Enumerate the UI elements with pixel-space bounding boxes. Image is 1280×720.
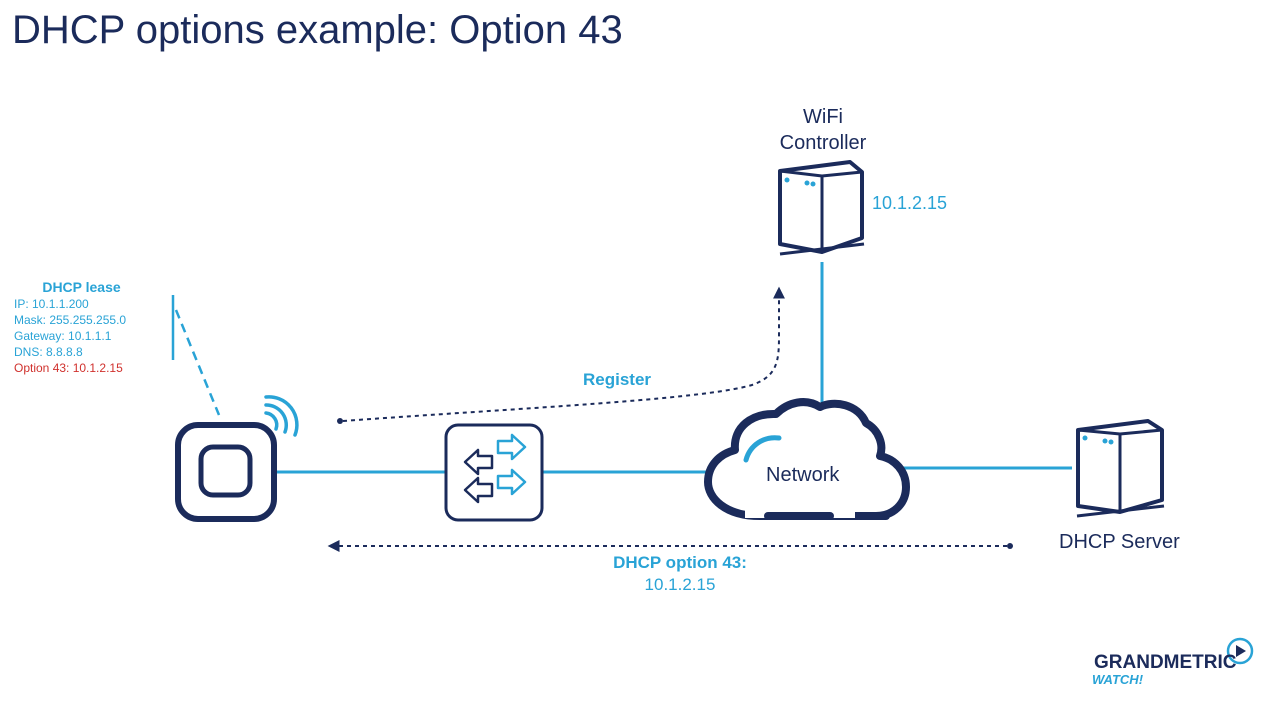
- wireless-link: [171, 295, 221, 416]
- wifi-controller-server-icon: [778, 160, 865, 256]
- network-label: Network: [766, 464, 840, 486]
- wifi-controller-label: WiFi Controller: [779, 106, 867, 154]
- dhcp-option43-value: 10.1.2.15: [644, 575, 716, 594]
- grandmetric-logo: GRANDMETRIC WATCH!: [1092, 652, 1237, 687]
- wifi-controller-ip: 10.1.2.15: [872, 193, 948, 213]
- lease-ip: IP: 10.1.1.200: [14, 297, 89, 311]
- lease-mask: Mask: 255.255.255.0: [14, 313, 127, 327]
- logo-sub: WATCH!: [1092, 672, 1144, 687]
- play-icon: [1226, 637, 1254, 665]
- switch-icon: [444, 423, 544, 522]
- page-title: DHCP options example: Option 43: [12, 8, 623, 52]
- cloud-icon: [704, 398, 910, 520]
- wifi-signal-icon: [264, 395, 299, 437]
- lease-dns: DNS: 8.8.8.8: [14, 345, 83, 359]
- dhcp-server-icon: [1076, 419, 1165, 518]
- dhcp-lease-info: DHCP lease IP: 10.1.1.200 Mask: 255.255.…: [14, 279, 149, 376]
- dhcp-server-label: DHCP Server: [1059, 531, 1180, 553]
- lease-option43: Option 43: 10.1.2.15: [14, 361, 123, 375]
- register-label: Register: [583, 370, 652, 389]
- register-flow-arrow: [337, 286, 785, 424]
- dhcp-option43-flow-arrow: [327, 540, 1013, 552]
- link-lines: [275, 262, 1072, 474]
- access-point-icon: [175, 422, 277, 522]
- dhcp-lease-title: DHCP lease: [42, 279, 121, 295]
- dhcp-option43-label: DHCP option 43: 10.1.2.15: [590, 553, 770, 595]
- dhcp-option43-title: DHCP option 43:: [613, 553, 747, 572]
- logo-brand: GRANDMETRIC: [1094, 652, 1237, 673]
- lease-gateway: Gateway: 10.1.1.1: [14, 329, 112, 343]
